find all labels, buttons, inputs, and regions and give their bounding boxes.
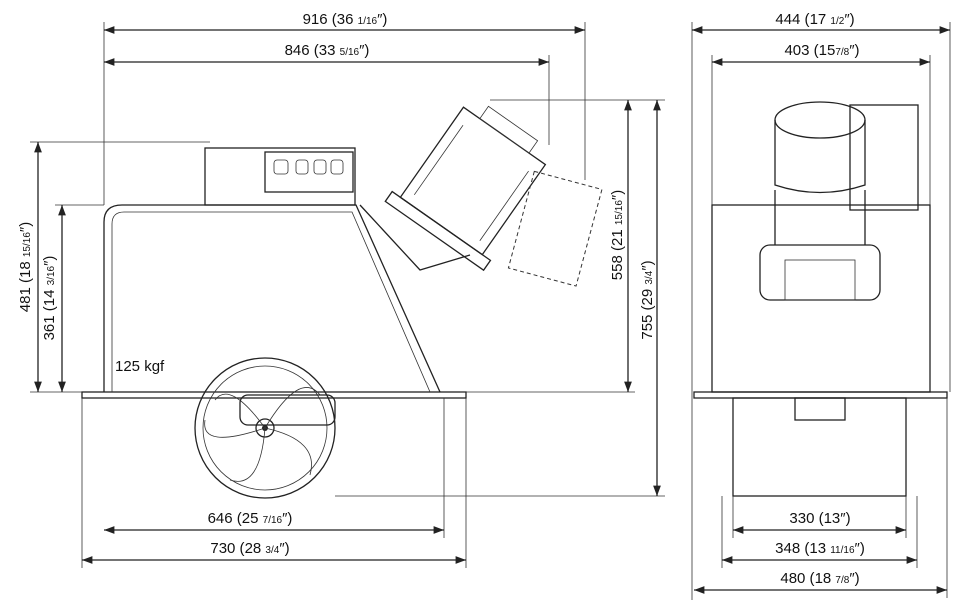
control-panel [264, 151, 354, 193]
dim-444: 444 (17 1/2″) [775, 11, 854, 28]
front-dimension-lines [692, 26, 950, 594]
tilted-motor-alt-position [507, 170, 603, 287]
dim-480: 480 (18 7/8″) [780, 570, 859, 587]
dimension-lines [34, 26, 661, 564]
front-housing [711, 204, 931, 393]
front-gear-housing [759, 244, 881, 301]
dim-646: 646 (25 7/16″) [208, 510, 293, 527]
propeller [194, 357, 336, 499]
dim-846: 846 (33 5/16″) [285, 42, 370, 59]
motor-base [204, 147, 356, 206]
front-tunnel [732, 397, 907, 497]
front-bracket [794, 397, 846, 421]
dim-916: 916 (36 1/16″) [303, 11, 388, 28]
dim-361: 361 (14 3/16″) [41, 256, 58, 341]
motor-bracket [359, 204, 471, 271]
mounting-flange [81, 391, 467, 399]
front-flange [693, 391, 948, 399]
front-motor-mount [774, 190, 866, 245]
weight-label: 125 kgf [115, 358, 165, 375]
extension-lines [30, 22, 665, 568]
front-extension-lines [691, 22, 951, 600]
dim-481: 481 (18 15/16″) [17, 222, 34, 312]
tilted-motor [384, 105, 547, 272]
front-gear-detail [784, 259, 856, 301]
front-view: 444 (17 1/2″) 403 (157/8″) 330 (13″) 348… [691, 11, 951, 600]
front-motor-top [774, 101, 866, 139]
dim-330: 330 (13″) [789, 510, 850, 527]
dim-730: 730 (28 3/4″) [210, 540, 289, 557]
dim-558: 558 (21 15/16″) [609, 190, 626, 280]
side-view: 125 kgf 916 (36 1/16″) 846 (33 5/16″) 48… [17, 11, 665, 568]
front-control-box [849, 104, 919, 211]
housing-inner-line [111, 211, 431, 393]
front-motor [774, 120, 866, 194]
dim-755: 755 (29 3/4″) [639, 260, 656, 339]
panel-connectors [273, 159, 344, 175]
thruster-housing [103, 204, 441, 393]
dim-348: 348 (13 11/16″) [775, 540, 865, 557]
dim-403: 403 (157/8″) [784, 42, 859, 59]
